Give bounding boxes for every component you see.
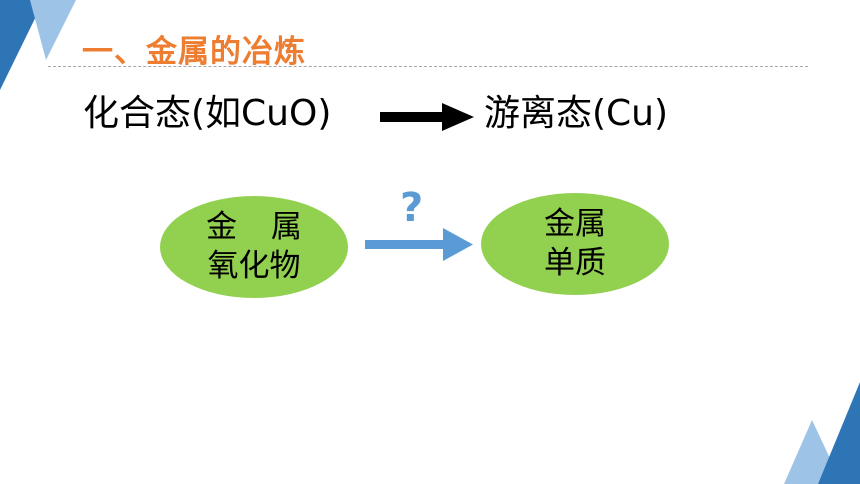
decor-triangle-top-left-light <box>30 0 76 60</box>
slide-title: 一、金属的冶炼 <box>82 34 306 70</box>
metal-element-label-line2: 单质 <box>544 245 606 281</box>
metal-element-ellipse: 金属 单质 <box>481 193 669 295</box>
question-mark: ? <box>400 185 424 231</box>
metal-oxide-label-line2: 氧化物 <box>207 248 301 284</box>
formula-compound-state: 化合态(如CuO) <box>83 93 332 134</box>
title-divider <box>48 66 808 67</box>
decor-triangle-top-left-dark <box>0 0 44 90</box>
blue-arrow-icon <box>365 228 473 261</box>
black-arrow-icon <box>380 103 474 131</box>
metal-element-label-line1: 金属 <box>544 206 606 242</box>
metal-oxide-label-line1: 金 属 <box>206 209 314 245</box>
metal-oxide-ellipse: 金 属 氧化物 <box>160 196 348 298</box>
formula-free-state: 游离态(Cu) <box>484 93 669 134</box>
decor-triangle-bottom-right-dark <box>818 382 860 484</box>
